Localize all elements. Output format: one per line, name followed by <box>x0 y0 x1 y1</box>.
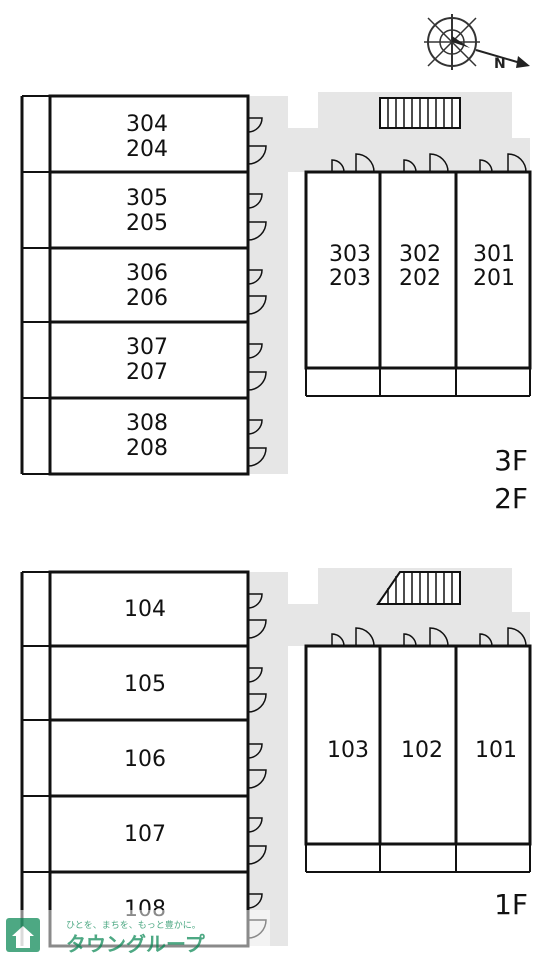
unit-302-label: 302 <box>399 242 441 267</box>
unit-203-label: 203 <box>329 266 371 291</box>
floor-label-2f: 2F <box>494 482 528 515</box>
floor-label-1f: 1F <box>494 888 528 921</box>
unit-104-label: 104 <box>124 597 166 622</box>
unit-207-label: 207 <box>126 360 168 385</box>
compass-north-label: N <box>494 56 506 72</box>
lower-floor-plan: 104 105 106 107 108 103 102 101 1F <box>20 568 532 948</box>
logo-tagline: ひとを、まちを、もっと豊かに。 <box>66 919 201 931</box>
logo-name: タウングループ <box>66 932 206 956</box>
upper-right-door-icons <box>331 153 527 173</box>
unit-103-label: 103 <box>327 738 369 763</box>
unit-206-label: 206 <box>126 286 168 311</box>
upper-left-door-icons <box>247 117 267 467</box>
unit-105-label: 105 <box>124 672 166 697</box>
unit-308-label: 308 <box>126 411 168 436</box>
lower-staircase-icon <box>376 571 461 605</box>
unit-106-label: 106 <box>124 747 166 772</box>
compass-icon: N <box>424 14 530 72</box>
unit-205-label: 205 <box>126 211 168 236</box>
unit-301-label: 301 <box>473 242 515 267</box>
unit-102-label: 102 <box>401 738 443 763</box>
unit-307-label: 307 <box>126 335 168 360</box>
unit-202-label: 202 <box>399 266 441 291</box>
unit-107-label: 107 <box>124 822 166 847</box>
upper-staircase-icon <box>379 97 461 129</box>
upper-corridor <box>248 92 530 474</box>
unit-303-label: 303 <box>329 242 371 267</box>
lower-corridor <box>248 568 530 946</box>
unit-204-label: 204 <box>126 137 168 162</box>
unit-304-label: 304 <box>126 112 168 137</box>
unit-306-label: 306 <box>126 261 168 286</box>
company-logo: ひとを、まちを、もっと豊かに。 タウングループ <box>0 910 270 960</box>
unit-201-label: 201 <box>473 266 515 291</box>
floor-label-3f: 3F <box>494 444 528 477</box>
house-logo-icon <box>6 918 40 952</box>
unit-208-label: 208 <box>126 436 168 461</box>
lower-right-door-icons <box>331 627 527 647</box>
unit-305-label: 305 <box>126 186 168 211</box>
unit-101-label: 101 <box>475 738 517 763</box>
upper-floor-plan: 304 204 305 205 306 206 307 207 308 208 … <box>20 92 532 515</box>
